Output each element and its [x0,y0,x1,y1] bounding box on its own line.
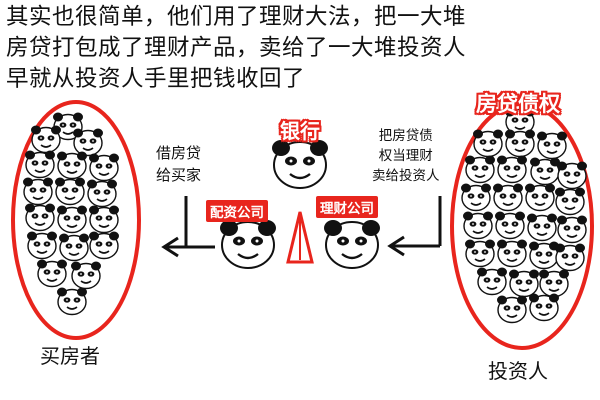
caption-line-2: 房贷打包成了理财产品，卖给了一大堆投资人 [6,35,467,61]
investors-tag: 房贷债权 [476,92,560,116]
investors-faces [460,106,588,324]
right-note-line-2: 权当理财 [378,148,433,164]
left-note-line-2: 给买家 [156,166,202,184]
right-note: 把房贷债 权当理财 卖给投资人 [372,126,440,186]
loan-company-face-icon [218,218,278,270]
loan-company-tag: 配资公司 [206,200,268,222]
caption-text: 其实也很简单，他们用了理财大法，把一大堆 房贷打包成了理财产品，卖给了一大堆投资… [6,2,596,95]
right-note-line-1: 把房贷债 [378,128,433,144]
arrow-left-icon [161,236,215,258]
left-note-line-1: 借房贷 [156,144,202,162]
arrow-investors-left-icon [387,196,442,257]
left-note: 借房贷 给买家 [156,142,201,186]
caption-line-3: 早就从投资人手里把钱收回了 [6,66,306,92]
caption-line-1: 其实也很简单，他们用了理财大法，把一大堆 [6,4,467,30]
wealth-company-tag: 理财公司 [316,196,378,218]
center-triangle [286,211,314,264]
investors-ellipse [450,102,594,350]
bank-tag: 银行 [280,119,320,143]
bank-face-icon [270,138,330,190]
investors-label: 投资人 [488,359,548,383]
right-note-line-3: 卖给投资人 [372,168,440,184]
buyers-faces [22,111,120,316]
wealth-company-face-icon [322,218,382,270]
buyers-ellipse [11,100,141,340]
buyers-label: 买房者 [40,344,100,368]
